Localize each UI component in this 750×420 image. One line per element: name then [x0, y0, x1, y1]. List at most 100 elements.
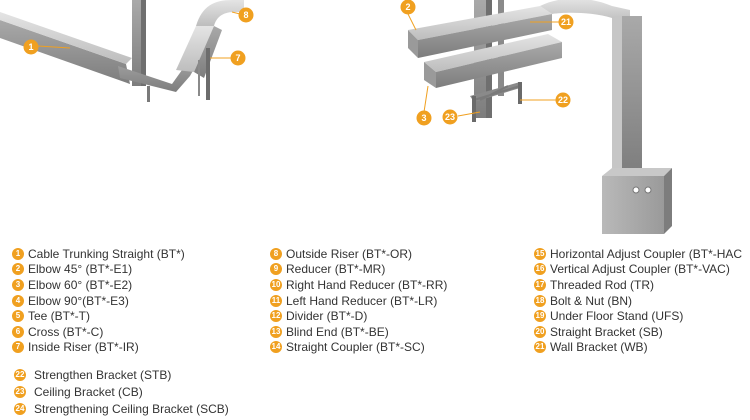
svg-text:8: 8: [243, 10, 248, 20]
legend-label: Wall Bracket (WB): [550, 340, 648, 355]
number-badge: 12: [270, 310, 282, 323]
legend-item: 9 Reducer (BT*-MR): [270, 262, 510, 278]
trunking-straight: [0, 20, 130, 84]
callout-23: 23: [442, 109, 458, 125]
number-badge: 19: [534, 310, 546, 323]
legend-item: 18 Bolt & Nut (BN): [534, 293, 750, 309]
legend-item: 21 Wall Bracket (WB): [534, 340, 750, 356]
svg-text:7: 7: [235, 53, 240, 63]
number-badge: 18: [534, 294, 546, 307]
legend-label: Threaded Rod (TR): [550, 277, 655, 292]
svg-text:22: 22: [558, 95, 568, 105]
callout-2: 2: [400, 0, 416, 15]
legend-label: Right Hand Reducer (BT*-RR): [286, 277, 448, 292]
legend-item: 4 Elbow 90°(BT*-E3): [12, 293, 252, 309]
number-badge: 11: [270, 294, 282, 307]
callout-7: 7: [230, 50, 246, 66]
number-badge: 14: [270, 341, 282, 354]
legend-item: 22 Strengthen Bracket (STB): [14, 366, 254, 383]
legend-column-1: 1 Cable Trunking Straight (BT*) 2 Elbow 45…: [12, 246, 252, 355]
legend-label: Ceiling Bracket (CB): [34, 384, 143, 399]
legend-item: 11 Left Hand Reducer (BT*-LR): [270, 293, 510, 309]
number-badge: 15: [534, 247, 546, 260]
legend-label: Bolt & Nut (BN): [550, 293, 633, 308]
legend-item: 2 Elbow 45° (BT*-E1): [12, 262, 252, 278]
legend-label: Elbow 45° (BT*-E1): [28, 262, 133, 277]
legend-label: Left Hand Reducer (BT*-LR): [286, 293, 438, 308]
legend-label: Outside Riser (BT*-OR): [286, 246, 413, 261]
trunking-elbow: [118, 55, 200, 92]
number-badge: 10: [270, 278, 282, 291]
legend-label: Strengthening Ceiling Bracket (SCB): [34, 401, 229, 416]
svg-text:2: 2: [405, 2, 410, 12]
callout-8: 8: [238, 7, 254, 23]
number-badge: 21: [534, 341, 546, 354]
legend-item: 17 Threaded Rod (TR): [534, 277, 750, 293]
legend-item: 12 Divider (BT*-D): [270, 308, 510, 324]
number-badge: 9: [270, 263, 282, 276]
legend-label: Strengthen Bracket (STB): [34, 367, 172, 382]
number-badge: 5: [12, 310, 24, 323]
riser-bend: [540, 0, 630, 22]
legend-item: 14 Straight Coupler (BT*-SC): [270, 340, 510, 356]
legend-item: 10 Right Hand Reducer (BT*-RR): [270, 277, 510, 293]
legend-label: Reducer (BT*-MR): [286, 262, 386, 277]
threaded-rod: [206, 48, 210, 100]
number-badge: 16: [534, 263, 546, 276]
legend-item: 8 Outside Riser (BT*-OR): [270, 246, 510, 262]
number-badge: 6: [12, 325, 24, 338]
callout-22: 22: [555, 92, 571, 108]
outside-riser: [196, 0, 244, 26]
number-badge: 13: [270, 325, 282, 338]
svg-text:3: 3: [421, 113, 426, 123]
trunking-assembly-diagram: 1 7 8: [0, 0, 672, 234]
svg-text:23: 23: [445, 112, 455, 122]
legend-label: Tee (BT*-T): [28, 309, 91, 324]
number-badge: 22: [14, 368, 26, 381]
number-badge: 3: [12, 278, 24, 291]
under-floor-stand: [602, 176, 664, 234]
elbow-45: [408, 6, 552, 40]
legend-label: Vertical Adjust Coupler (BT*-VAC): [550, 262, 730, 277]
number-badge: 1: [12, 247, 24, 260]
legend-item: 19 Under Floor Stand (UFS): [534, 308, 750, 324]
elbow-60: [424, 34, 562, 72]
legend-label: Inside Riser (BT*-IR): [28, 340, 139, 355]
legend-label: Straight Coupler (BT*-SC): [286, 340, 425, 355]
legend-label: Under Floor Stand (UFS): [550, 309, 684, 324]
number-badge: 24: [14, 402, 26, 415]
legend-item: 15 Horizontal Adjust Coupler (BT*-HAC: [534, 246, 750, 262]
legend-item: 7 Inside Riser (BT*-IR): [12, 340, 252, 356]
legend-label: Cable Trunking Straight (BT*): [28, 246, 185, 261]
svg-text:21: 21: [561, 17, 571, 27]
number-badge: 4: [12, 294, 24, 307]
legend-item: 16 Vertical Adjust Coupler (BT*-VAC): [534, 262, 750, 278]
riser-vertical: [622, 16, 642, 176]
number-badge: 2: [12, 263, 24, 276]
legend-column-2: 8 Outside Riser (BT*-OR) 9 Reducer (BT*-MR…: [270, 246, 510, 355]
hanger-rod: [147, 86, 150, 102]
callout-1: 1: [23, 39, 39, 55]
left-assembly: [0, 0, 244, 102]
legend-column-3: 15 Horizontal Adjust Coupler (BT*-HAC 16 V…: [534, 246, 750, 355]
number-badge: 7: [12, 341, 24, 354]
legend-item: 23 Ceiling Bracket (CB): [14, 383, 254, 400]
legend-item: 6 Cross (BT*-C): [12, 324, 252, 340]
callout-3: 3: [416, 110, 432, 126]
number-badge: 8: [270, 247, 282, 260]
number-badge: 23: [14, 385, 26, 398]
number-badge: 17: [534, 278, 546, 291]
legend-item: 5 Tee (BT*-T): [12, 308, 252, 324]
legend-label: Elbow 90°(BT*-E3): [28, 293, 129, 308]
legend-label: Divider (BT*-D): [286, 309, 368, 324]
right-assembly: [407, 0, 672, 234]
svg-text:1: 1: [28, 42, 33, 52]
legend-label: Horizontal Adjust Coupler (BT*-HAC: [550, 246, 743, 261]
legend-label: Straight Bracket (SB): [550, 324, 663, 339]
legend-label: Cross (BT*-C): [28, 324, 104, 339]
legend-item: 20 Straight Bracket (SB): [534, 324, 750, 340]
number-badge: 20: [534, 325, 546, 338]
legend-item: 24 Strengthening Ceiling Bracket (SCB): [14, 400, 254, 417]
